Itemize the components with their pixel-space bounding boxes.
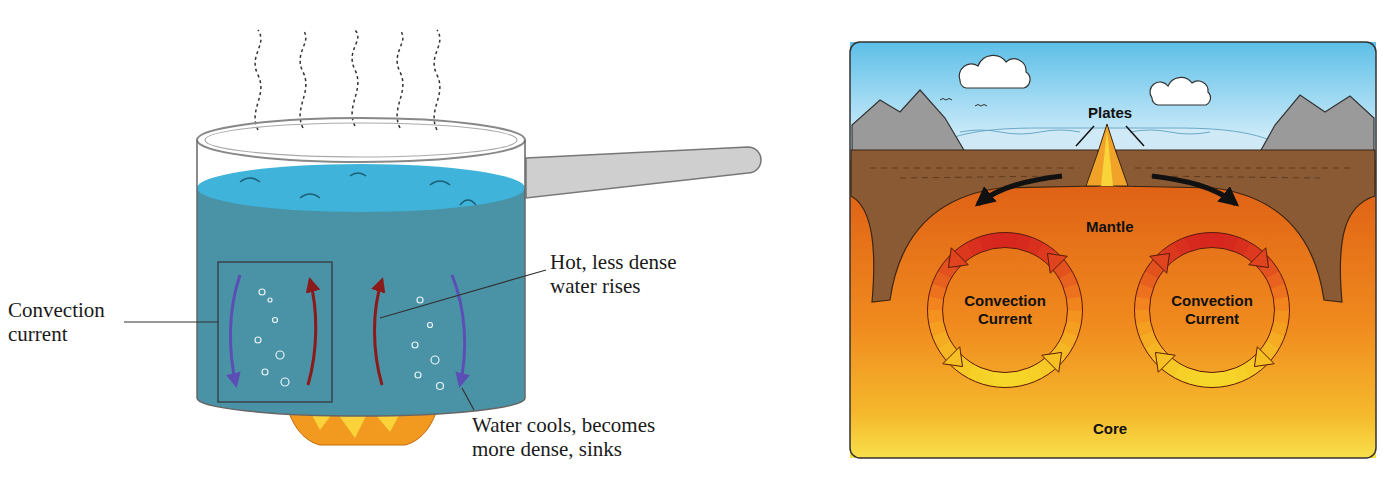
cycle-label: Convection Current [1160, 292, 1264, 328]
leader-line [380, 270, 546, 318]
sinking-arrow [230, 275, 240, 385]
callout-label: Water cools, becomes more dense, sinks [472, 413, 664, 461]
leader-line [124, 321, 218, 322]
sinking-arrow [452, 275, 465, 385]
region-label: Core [1093, 420, 1127, 438]
convection-cycle: Convection Current [1130, 228, 1294, 392]
bubbles [255, 289, 444, 390]
rising-arrow [375, 280, 383, 385]
rising-arrow [308, 280, 316, 385]
region-label: Mantle [1086, 218, 1134, 236]
part-label: Plates [1088, 104, 1132, 122]
steam-lines [255, 30, 440, 130]
callout-label: Convection current [8, 298, 123, 346]
earth-section [850, 42, 1376, 458]
leader-line [462, 388, 474, 410]
pot [197, 118, 525, 416]
convection-cycle: Convection Current [923, 228, 1087, 392]
cycle-label: Convection Current [953, 292, 1057, 328]
highlight-box [218, 262, 332, 402]
pot-handle [526, 147, 761, 198]
callout-label: Hot, less dense water rises [550, 250, 725, 298]
